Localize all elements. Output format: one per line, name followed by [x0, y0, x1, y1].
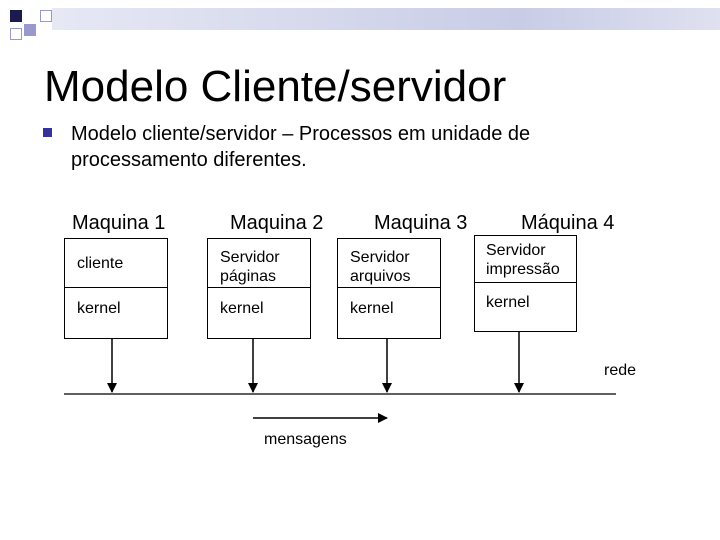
machine-2-process: Servidor páginas [220, 249, 280, 285]
machine-4-label: Máquina 4 [521, 212, 615, 234]
machine-2-divider [207, 287, 311, 288]
machine-1-box: cliente kernel [64, 238, 168, 339]
messages-label: mensagens [264, 431, 347, 448]
bullet-text: Modelo cliente/servidor – Processos em u… [71, 123, 531, 171]
deco-square-outline-2 [10, 28, 22, 40]
machine-3-box: Servidor arquivos kernel [337, 238, 441, 339]
header-stripe [52, 8, 720, 30]
machine-4-kernel: kernel [486, 294, 530, 311]
machine-4-box: Servidor impressão kernel [474, 235, 577, 332]
deco-square-light [24, 24, 36, 36]
machine-3-label: Maquina 3 [374, 212, 468, 234]
machine-2-box: Servidor páginas kernel [207, 238, 311, 339]
machine-1-divider [64, 287, 168, 288]
machine-3-process: Servidor arquivos [350, 249, 411, 285]
machine-4-process: Servidor impressão [486, 242, 560, 278]
machine-1-label: Maquina 1 [72, 212, 166, 234]
deco-square-outline [40, 10, 52, 22]
network-label: rede [604, 362, 637, 379]
deco-square-dark [10, 10, 22, 22]
machine-3-kernel: kernel [350, 300, 394, 317]
bullet-square-icon [43, 128, 52, 137]
machine-4-divider [474, 282, 577, 283]
machine-3-divider [337, 287, 441, 288]
machine-1-kernel: kernel [77, 300, 121, 317]
slide-title: Modelo Cliente/servidor [44, 62, 507, 111]
machine-2-label: Maquina 2 [230, 212, 324, 234]
machine-2-kernel: kernel [220, 300, 264, 317]
machine-1-process: cliente [77, 255, 124, 272]
